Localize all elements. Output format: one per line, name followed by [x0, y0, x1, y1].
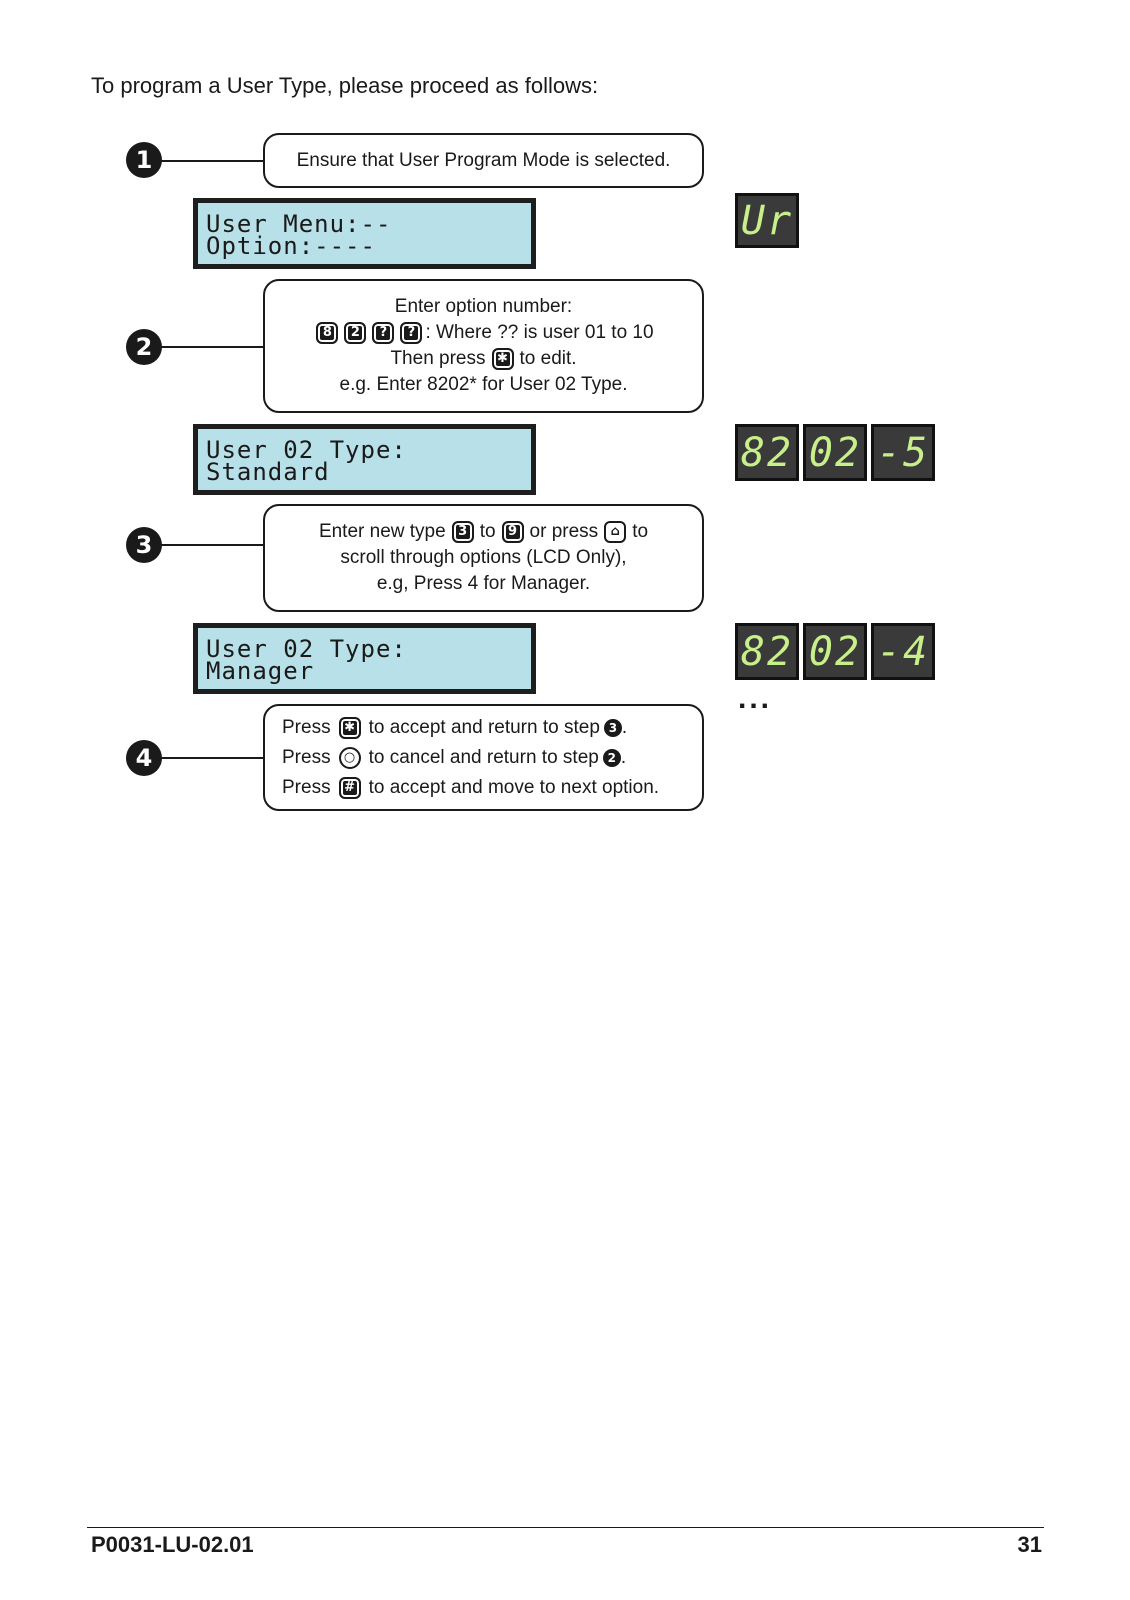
- step-1-bubble: Ensure that User Program Mode is selecte…: [263, 133, 704, 188]
- key-cancel-icon: ○: [338, 746, 361, 769]
- text-fragment: to accept and move to next option.: [368, 776, 660, 798]
- text-fragment: Press: [282, 716, 331, 738]
- step-number-4: 4: [126, 740, 162, 776]
- step-connector: [160, 346, 264, 348]
- led-display-ur: Ur: [735, 193, 799, 248]
- footer-divider: [87, 1527, 1044, 1528]
- lcd-row-2: Option:----: [206, 232, 376, 260]
- key-3-icon: 3: [451, 521, 474, 543]
- lcd-row-1: User 02 Type:: [206, 635, 407, 663]
- key-9-icon: 9: [501, 521, 524, 543]
- step-connector: [160, 160, 264, 162]
- footer-page-number: 31: [1017, 1532, 1042, 1557]
- lcd-row-1: User 02 Type:: [206, 436, 407, 464]
- key-8-icon: 8: [316, 322, 339, 344]
- step-number-1: 1: [126, 142, 162, 178]
- text-fragment: .: [620, 746, 627, 768]
- text-fragment: .: [621, 716, 628, 738]
- step-3-line-3: e.g, Press 4 for Manager.: [376, 573, 591, 594]
- step-3-line-1: Enter new type 3 to 9 or press ⌂ to: [319, 519, 648, 545]
- step-number-3: 3: [126, 527, 162, 563]
- step-3-bubble: Enter new type 3 to 9 or press ⌂ to scro…: [263, 504, 704, 612]
- step-2-line-3: Then press ✱ to edit.: [390, 346, 577, 372]
- lcd-screen-manager: User 02 Type: Manager: [193, 623, 536, 694]
- text-fragment: to cancel and return to step: [368, 746, 599, 768]
- key-star-icon: ✱: [491, 348, 514, 370]
- step-2-bubble: Enter option number: 8 2 ? ? : Where ?? …: [263, 279, 704, 413]
- step-connector: [160, 544, 264, 546]
- led-display-digit-group: -4: [871, 623, 935, 680]
- text-fragment: Press: [282, 746, 331, 768]
- step-3-line-2: scroll through options (LCD Only),: [340, 547, 627, 568]
- step-ref-badge: 3: [603, 718, 622, 737]
- text-fragment: Press: [282, 776, 331, 798]
- led-display-digit-group: 82: [735, 424, 799, 481]
- continuation-ellipsis: ...: [738, 682, 773, 715]
- text-fragment: to: [632, 521, 649, 542]
- step-ref-badge: 2: [602, 748, 621, 767]
- step-connector: [160, 757, 264, 759]
- lcd-screen-standard: User 02 Type: Standard: [193, 424, 536, 495]
- lcd-row-2: Standard: [206, 458, 330, 486]
- step-4-row: Press # to accept and move to next optio…: [282, 775, 702, 801]
- led-display-digit-group: -5: [871, 424, 935, 481]
- step-4-bubble: Press ✱ to accept and return to step 3 .…: [263, 704, 704, 811]
- step-number-2: 2: [126, 329, 162, 365]
- step-2-line-2: 8 2 ? ? : Where ?? is user 01 to 10: [313, 320, 654, 346]
- led-display-digit-group: 02: [803, 623, 867, 680]
- step-4-row: Press ○ to cancel and return to step 2 .: [282, 745, 702, 771]
- footer-document-id: P0031-LU-02.01: [91, 1532, 254, 1557]
- step-4-row: Press ✱ to accept and return to step 3 .: [282, 715, 702, 741]
- step-2-line-4: e.g. Enter 8202* for User 02 Type.: [339, 374, 628, 395]
- step-2-line-1: Enter option number:: [394, 296, 573, 317]
- text-fragment: to edit.: [519, 348, 577, 369]
- text-fragment: or press: [529, 521, 599, 542]
- key-question-icon: ?: [400, 322, 423, 344]
- key-hash-icon: #: [338, 776, 361, 799]
- intro-text: To program a User Type, please proceed a…: [91, 73, 599, 98]
- text-fragment: to: [479, 521, 496, 542]
- text-fragment: Enter new type: [318, 521, 446, 542]
- lcd-screen-user-menu: User Menu:-- Option:----: [193, 198, 536, 269]
- led-display-digit-group: 82: [735, 623, 799, 680]
- key-star-icon: ✱: [338, 716, 361, 739]
- lcd-row-1: User Menu:--: [206, 210, 392, 238]
- key-2-icon: 2: [344, 322, 367, 344]
- key-home-icon: ⌂: [604, 521, 627, 543]
- text-fragment: to accept and return to step: [368, 716, 600, 738]
- key-question-icon: ?: [372, 322, 395, 344]
- text-fragment: Then press: [390, 348, 486, 369]
- lcd-row-2: Manager: [206, 657, 315, 685]
- step-2-line-2-text: : Where ?? is user 01 to 10: [425, 322, 654, 343]
- led-display-digit-group: 02: [803, 424, 867, 481]
- step-1-text: Ensure that User Program Mode is selecte…: [296, 149, 671, 171]
